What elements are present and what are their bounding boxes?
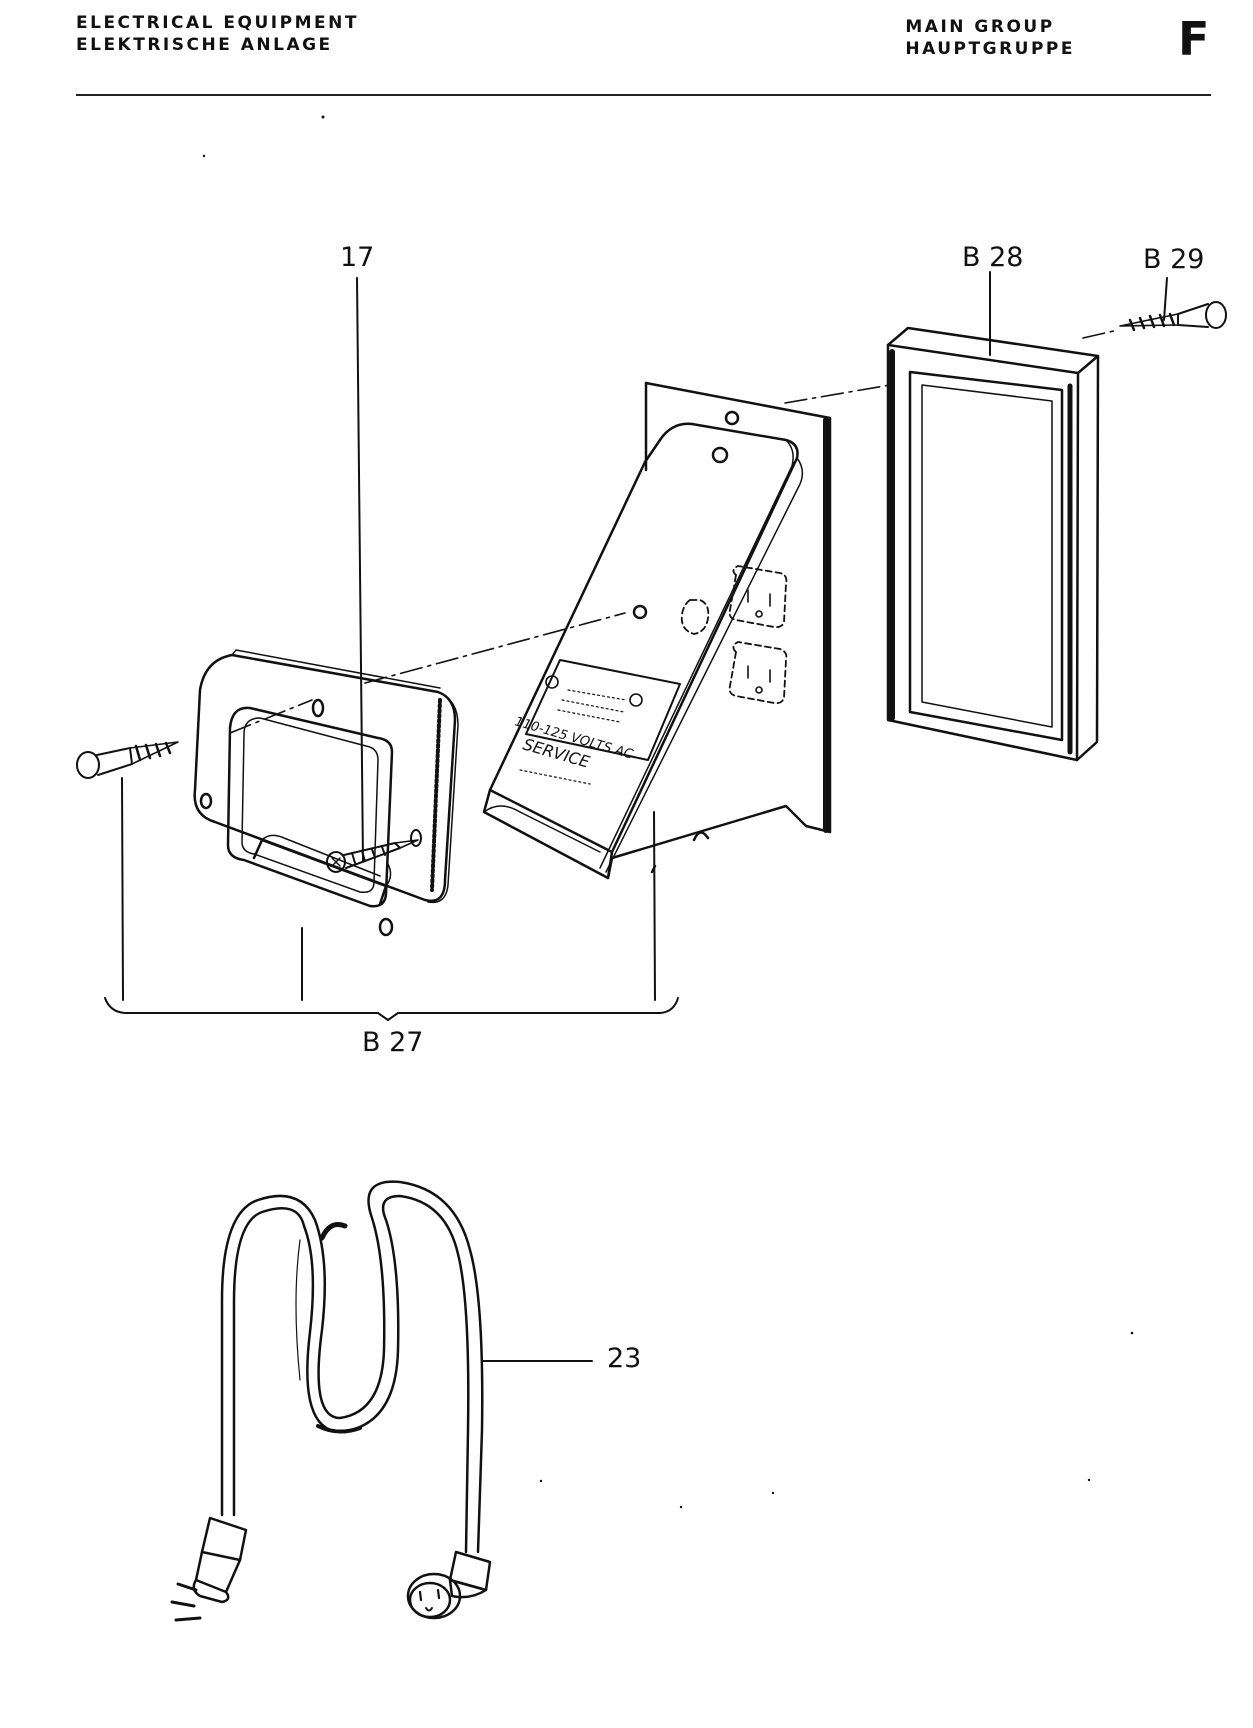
scan-specks bbox=[202, 115, 1134, 1509]
power-cord bbox=[170, 1180, 492, 1622]
cover-plate bbox=[193, 649, 459, 937]
callout-b29: B 29 bbox=[1143, 244, 1204, 275]
header-right: MAIN GROUP HAUPTGRUPPE bbox=[905, 16, 1075, 60]
frame-b28 bbox=[886, 326, 1100, 762]
b27-bracket bbox=[104, 997, 679, 1021]
leader-lines bbox=[121, 271, 1168, 1362]
section-title-en: ELECTRICAL EQUIPMENT bbox=[76, 13, 359, 33]
callout-17: 17 bbox=[340, 242, 374, 273]
outlet-box bbox=[482, 381, 832, 880]
screw-left bbox=[76, 741, 179, 779]
section-title-de: ELEKTRISCHE ANLAGE bbox=[76, 35, 333, 55]
header-left: ELECTRICAL EQUIPMENT ELEKTRISCHE ANLAGE bbox=[76, 12, 359, 56]
callout-b28: B 28 bbox=[962, 242, 1023, 273]
header-rule bbox=[76, 94, 1211, 96]
group-letter: F bbox=[1178, 12, 1210, 66]
main-group-de: HAUPTGRUPPE bbox=[905, 39, 1075, 59]
alignment-lines bbox=[229, 329, 1119, 734]
callout-b27: B 27 bbox=[362, 1027, 423, 1058]
screw-17 bbox=[326, 829, 422, 873]
main-group-en: MAIN GROUP bbox=[905, 17, 1055, 37]
screw-b29 bbox=[1119, 301, 1227, 332]
callout-23: 23 bbox=[607, 1343, 641, 1374]
